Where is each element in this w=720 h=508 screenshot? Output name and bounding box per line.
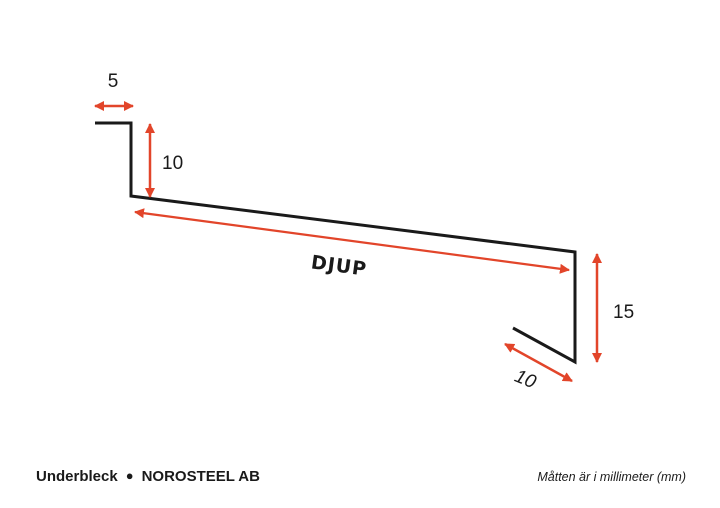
bullet-separator: ● xyxy=(125,468,134,483)
dimension-label-depth: DJUP xyxy=(310,251,369,280)
units-note: Måtten är i millimeter (mm) xyxy=(537,470,686,484)
dimension-arrow-bottom-flange xyxy=(504,342,573,383)
dimension-label-upper-drop: 10 xyxy=(162,153,183,174)
footer-brand: Underbleck ● NOROSTEEL AB xyxy=(36,468,260,485)
company-name: NOROSTEEL AB xyxy=(141,468,260,485)
dimension-label-top-flange: 5 xyxy=(108,71,119,92)
product-name: Underbleck xyxy=(36,468,118,485)
dimension-label-bottom-flange: 10 xyxy=(511,366,539,394)
dimension-label-lower-drop: 15 xyxy=(613,302,634,323)
dimension-arrow-depth xyxy=(134,208,570,274)
